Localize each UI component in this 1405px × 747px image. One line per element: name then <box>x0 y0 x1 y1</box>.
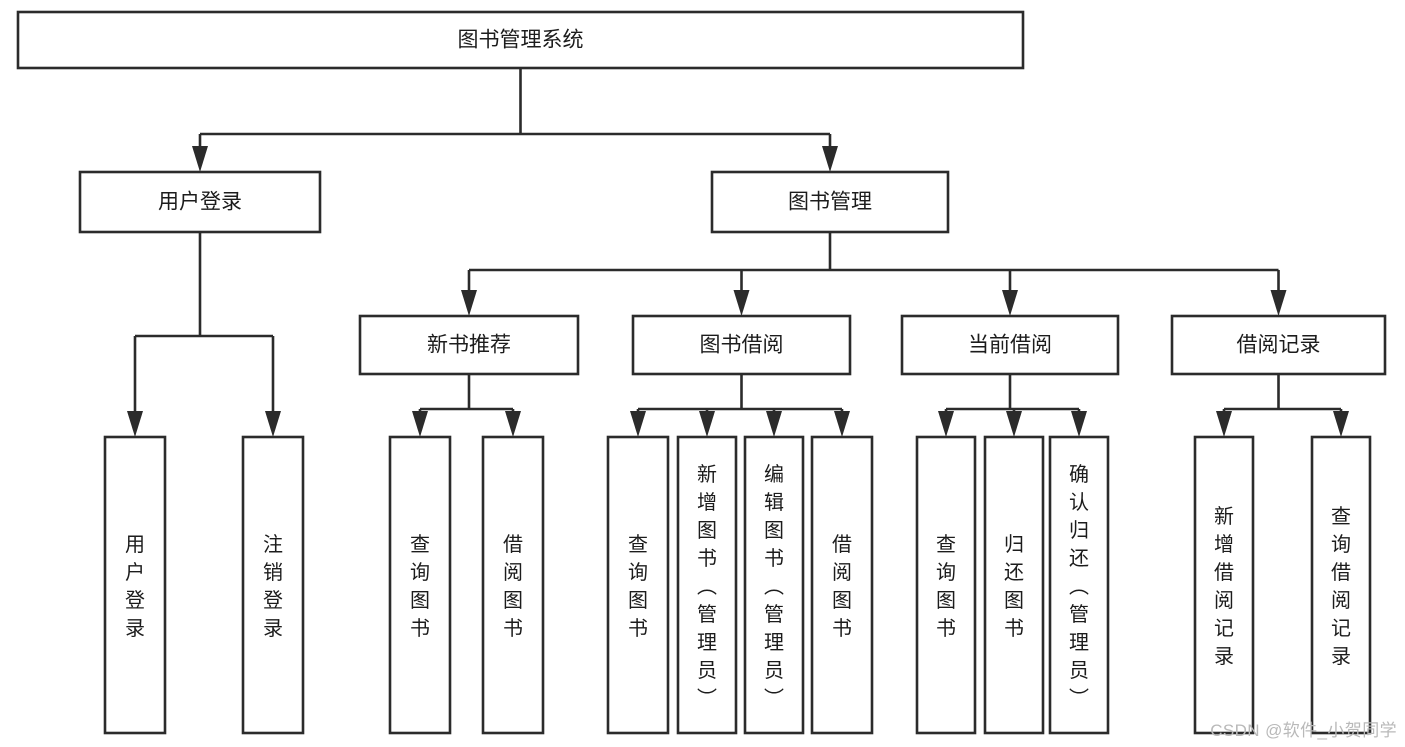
node-label: 图书借阅 <box>700 334 784 357</box>
node-label: 新书推荐 <box>427 334 511 357</box>
node-label: 当前借阅 <box>968 334 1052 357</box>
node-box[interactable] <box>743 435 805 735</box>
arrow-head-icon <box>938 411 954 437</box>
node-leaf-user-login[interactable]: 用户登录 <box>103 435 167 735</box>
arrow-head-icon <box>265 411 281 437</box>
arrow-head-icon <box>834 411 850 437</box>
node-label: 编辑图书︵管理员︶ <box>764 463 784 710</box>
arrow-head-icon <box>461 290 477 316</box>
node-box[interactable] <box>983 435 1045 735</box>
node-label: 注销登录 <box>263 533 283 640</box>
node-label: 图书管理 <box>788 191 872 214</box>
node-leaf-return-book[interactable]: 归还图书 <box>983 435 1045 735</box>
node-label: 新增借阅记录 <box>1214 505 1234 668</box>
node-box[interactable] <box>481 435 545 735</box>
connector-group-book-borrow-children <box>630 374 850 437</box>
node-box[interactable] <box>606 435 670 735</box>
connector-group-user-login-children <box>127 232 281 437</box>
node-label: 借阅图书 <box>503 533 523 640</box>
arrow-head-icon <box>412 411 428 437</box>
node-label: 查询图书 <box>628 533 648 640</box>
arrow-head-icon <box>733 290 750 316</box>
node-leaf-add-book[interactable]: 新增图书︵管理员︶ <box>676 435 738 735</box>
node-box[interactable] <box>358 314 580 376</box>
connector-group-root-children <box>192 68 838 172</box>
node-box[interactable] <box>810 435 874 735</box>
arrow-head-icon <box>1216 411 1232 437</box>
arrow-head-icon <box>1006 411 1022 437</box>
node-new-book-rec[interactable]: 新书推荐 <box>358 314 580 376</box>
node-book-manage[interactable]: 图书管理 <box>710 170 950 234</box>
node-label: 查询图书 <box>936 533 956 640</box>
arrow-head-icon <box>630 411 646 437</box>
node-label: 图书管理系统 <box>458 29 584 52</box>
node-leaf-borrow-book-rec[interactable]: 借阅图书 <box>481 435 545 735</box>
arrow-head-icon <box>1270 290 1287 316</box>
arrow-head-icon <box>1071 411 1087 437</box>
node-label: 查询图书 <box>410 533 430 640</box>
node-book-borrow[interactable]: 图书借阅 <box>631 314 852 376</box>
connector-group-borrow-record-children <box>1216 374 1349 437</box>
node-box[interactable] <box>388 435 452 735</box>
node-box[interactable] <box>1193 435 1255 735</box>
node-label: 用户登录 <box>158 191 242 214</box>
node-leaf-logout[interactable]: 注销登录 <box>241 435 305 735</box>
node-label: 查询借阅记录 <box>1331 505 1351 668</box>
node-box[interactable] <box>676 435 738 735</box>
arrow-head-icon <box>192 146 208 172</box>
node-leaf-query-book-current[interactable]: 查询图书 <box>915 435 977 735</box>
node-leaf-query-record[interactable]: 查询借阅记录 <box>1310 435 1372 735</box>
arrow-head-icon <box>1002 290 1018 316</box>
node-box[interactable] <box>710 170 950 234</box>
node-leaf-confirm-return[interactable]: 确认归还︵管理员︶ <box>1048 435 1110 735</box>
arrow-head-icon <box>127 411 143 437</box>
node-label: 确认归还︵管理员︶ <box>1069 463 1089 710</box>
node-box[interactable] <box>631 314 852 376</box>
node-label: 借阅图书 <box>832 533 852 640</box>
node-box[interactable] <box>1310 435 1372 735</box>
node-borrow-record[interactable]: 借阅记录 <box>1170 314 1387 376</box>
node-box[interactable] <box>915 435 977 735</box>
node-box[interactable] <box>16 10 1025 70</box>
arrow-head-icon <box>699 411 715 437</box>
node-box[interactable] <box>78 170 322 234</box>
node-leaf-query-book-rec[interactable]: 查询图书 <box>388 435 452 735</box>
node-box[interactable] <box>103 435 167 735</box>
node-label: 归还图书 <box>1004 533 1024 640</box>
node-user-login[interactable]: 用户登录 <box>78 170 322 234</box>
node-root[interactable]: 图书管理系统 <box>16 10 1025 70</box>
node-box[interactable] <box>241 435 305 735</box>
node-box[interactable] <box>1048 435 1110 735</box>
node-box[interactable] <box>900 314 1120 376</box>
node-current-borrow[interactable]: 当前借阅 <box>900 314 1120 376</box>
node-label: 用户登录 <box>125 534 145 640</box>
connector-group-current-borrow-children <box>938 374 1087 437</box>
node-label: 借阅记录 <box>1237 334 1321 357</box>
node-leaf-add-record[interactable]: 新增借阅记录 <box>1193 435 1255 735</box>
arrow-head-icon <box>1333 411 1349 437</box>
connector-group-new-book-rec-children <box>412 374 521 437</box>
arrow-head-icon <box>505 411 521 437</box>
connector-group-book-manage-children <box>461 232 1287 316</box>
node-leaf-edit-book[interactable]: 编辑图书︵管理员︶ <box>743 435 805 735</box>
node-layer: 图书管理系统用户登录图书管理新书推荐图书借阅当前借阅借阅记录用户登录注销登录查询… <box>16 10 1387 735</box>
node-box[interactable] <box>1170 314 1387 376</box>
node-leaf-borrow-book[interactable]: 借阅图书 <box>810 435 874 735</box>
connector-layer <box>127 68 1349 437</box>
node-label: 新增图书︵管理员︶ <box>697 463 717 710</box>
arrow-head-icon <box>822 146 838 172</box>
node-leaf-query-book-borrow[interactable]: 查询图书 <box>606 435 670 735</box>
arrow-head-icon <box>766 411 782 437</box>
